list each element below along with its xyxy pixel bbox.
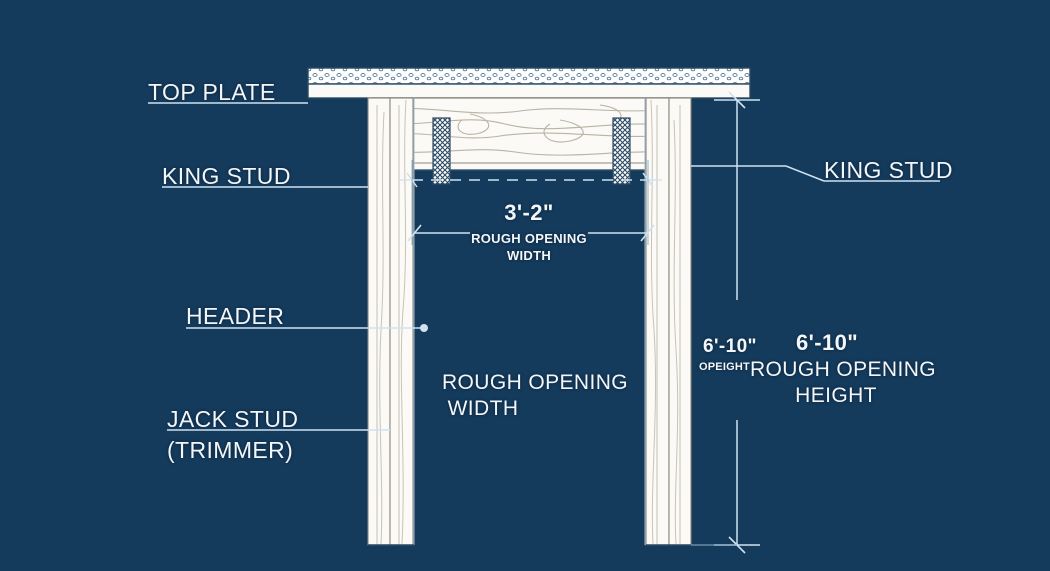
width-dimension-line xyxy=(407,224,655,242)
cripple-blocks xyxy=(432,117,631,185)
rough-opening-width-line1: ROUGH OPENING xyxy=(441,371,629,394)
dimension-width-value: 3'-2" xyxy=(504,200,554,225)
callout-top-plate: TOP PLATE xyxy=(148,79,276,105)
callout-king-stud-right: KING STUD xyxy=(824,157,953,183)
rough-opening-width-line2: WIDTH xyxy=(447,397,519,420)
callout-leader-lines xyxy=(148,102,940,431)
callout-king-stud-left: KING STUD xyxy=(162,163,291,189)
header-leader-dot xyxy=(420,324,428,332)
rough-opening-top-dashed-line xyxy=(400,160,662,245)
dimension-height-small-sublabel: OPEIGHT xyxy=(699,361,750,373)
header-beam xyxy=(371,97,687,171)
dimension-width-sublabel-line2: WIDTH xyxy=(506,248,552,263)
dimension-height-value: 6'-10" xyxy=(795,330,859,355)
callout-jack-stud-line2: (TRIMMER) xyxy=(167,437,294,463)
dimension-width-sublabel-line1: ROUGH OPENING xyxy=(471,231,587,246)
rough-opening-height-line1: ROUGH OPENING xyxy=(749,358,937,381)
dimension-height-small-value: 6'-10" xyxy=(703,336,757,357)
left-stud-group xyxy=(367,97,415,546)
top-plate-assembly xyxy=(307,67,751,99)
right-stud-group xyxy=(644,97,692,546)
height-dimension-line xyxy=(691,91,760,554)
callout-header: HEADER xyxy=(186,303,285,329)
rough-opening-height-line2: HEIGHT xyxy=(795,384,877,407)
callout-jack-stud-line1: JACK STUD xyxy=(167,406,299,432)
